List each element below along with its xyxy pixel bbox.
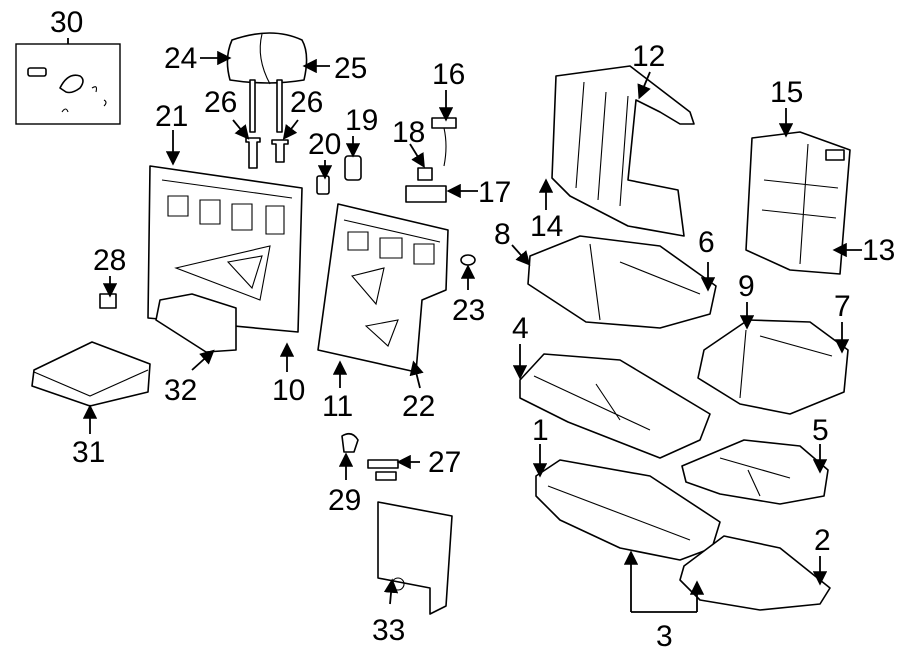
callout-4: 4 bbox=[512, 312, 529, 345]
callout-18: 18 bbox=[392, 116, 425, 149]
callout-26b: 26 bbox=[290, 86, 323, 119]
callout-20: 20 bbox=[308, 128, 341, 161]
seat-back-frame-right bbox=[317, 203, 476, 373]
callout-17: 17 bbox=[478, 176, 511, 209]
seat-back-frame-left bbox=[147, 165, 303, 353]
callout-22: 22 bbox=[402, 390, 435, 423]
callout-12: 12 bbox=[632, 40, 665, 73]
callout-32: 32 bbox=[164, 374, 197, 407]
callout-1: 1 bbox=[532, 414, 549, 447]
callout-3: 3 bbox=[656, 620, 673, 653]
callout-13: 13 bbox=[862, 234, 895, 267]
callout-31: 31 bbox=[72, 436, 105, 469]
callout-numbers: 30 24 25 26 26 21 20 19 16 18 17 12 15 1… bbox=[50, 6, 895, 653]
callout-16: 16 bbox=[432, 58, 465, 91]
clip-and-pad bbox=[31, 293, 151, 407]
callout-11: 11 bbox=[322, 390, 353, 423]
callout-9: 9 bbox=[738, 270, 755, 303]
seat-back-cover-left bbox=[551, 65, 695, 237]
callout-15: 15 bbox=[770, 76, 803, 109]
callout-27: 27 bbox=[428, 446, 461, 479]
callout-6: 6 bbox=[698, 226, 715, 259]
callout-26a: 26 bbox=[204, 86, 237, 119]
callout-5: 5 bbox=[812, 414, 829, 447]
callout-7: 7 bbox=[834, 290, 851, 323]
callout-24: 24 bbox=[164, 42, 197, 75]
callout-8: 8 bbox=[494, 218, 511, 251]
seat-cushions bbox=[527, 235, 849, 415]
callout-29: 29 bbox=[328, 484, 361, 517]
leader-lines bbox=[67, 38, 862, 613]
callout-28: 28 bbox=[93, 244, 126, 277]
callout-10: 10 bbox=[272, 374, 305, 407]
callout-19: 19 bbox=[345, 104, 378, 137]
hardware-kit-inset bbox=[15, 43, 121, 125]
callout-30: 30 bbox=[50, 6, 83, 39]
lower-hardware bbox=[341, 432, 453, 615]
callout-25: 25 bbox=[334, 52, 367, 85]
callout-21: 21 bbox=[155, 100, 188, 133]
headrest-guides bbox=[245, 137, 289, 169]
seat-back-cover-right bbox=[745, 131, 851, 275]
headrest bbox=[226, 32, 308, 133]
callout-2: 2 bbox=[814, 524, 831, 557]
callout-23: 23 bbox=[452, 294, 485, 327]
callout-14: 14 bbox=[530, 210, 563, 243]
seat-frames bbox=[519, 353, 831, 611]
callout-33: 33 bbox=[372, 614, 405, 647]
